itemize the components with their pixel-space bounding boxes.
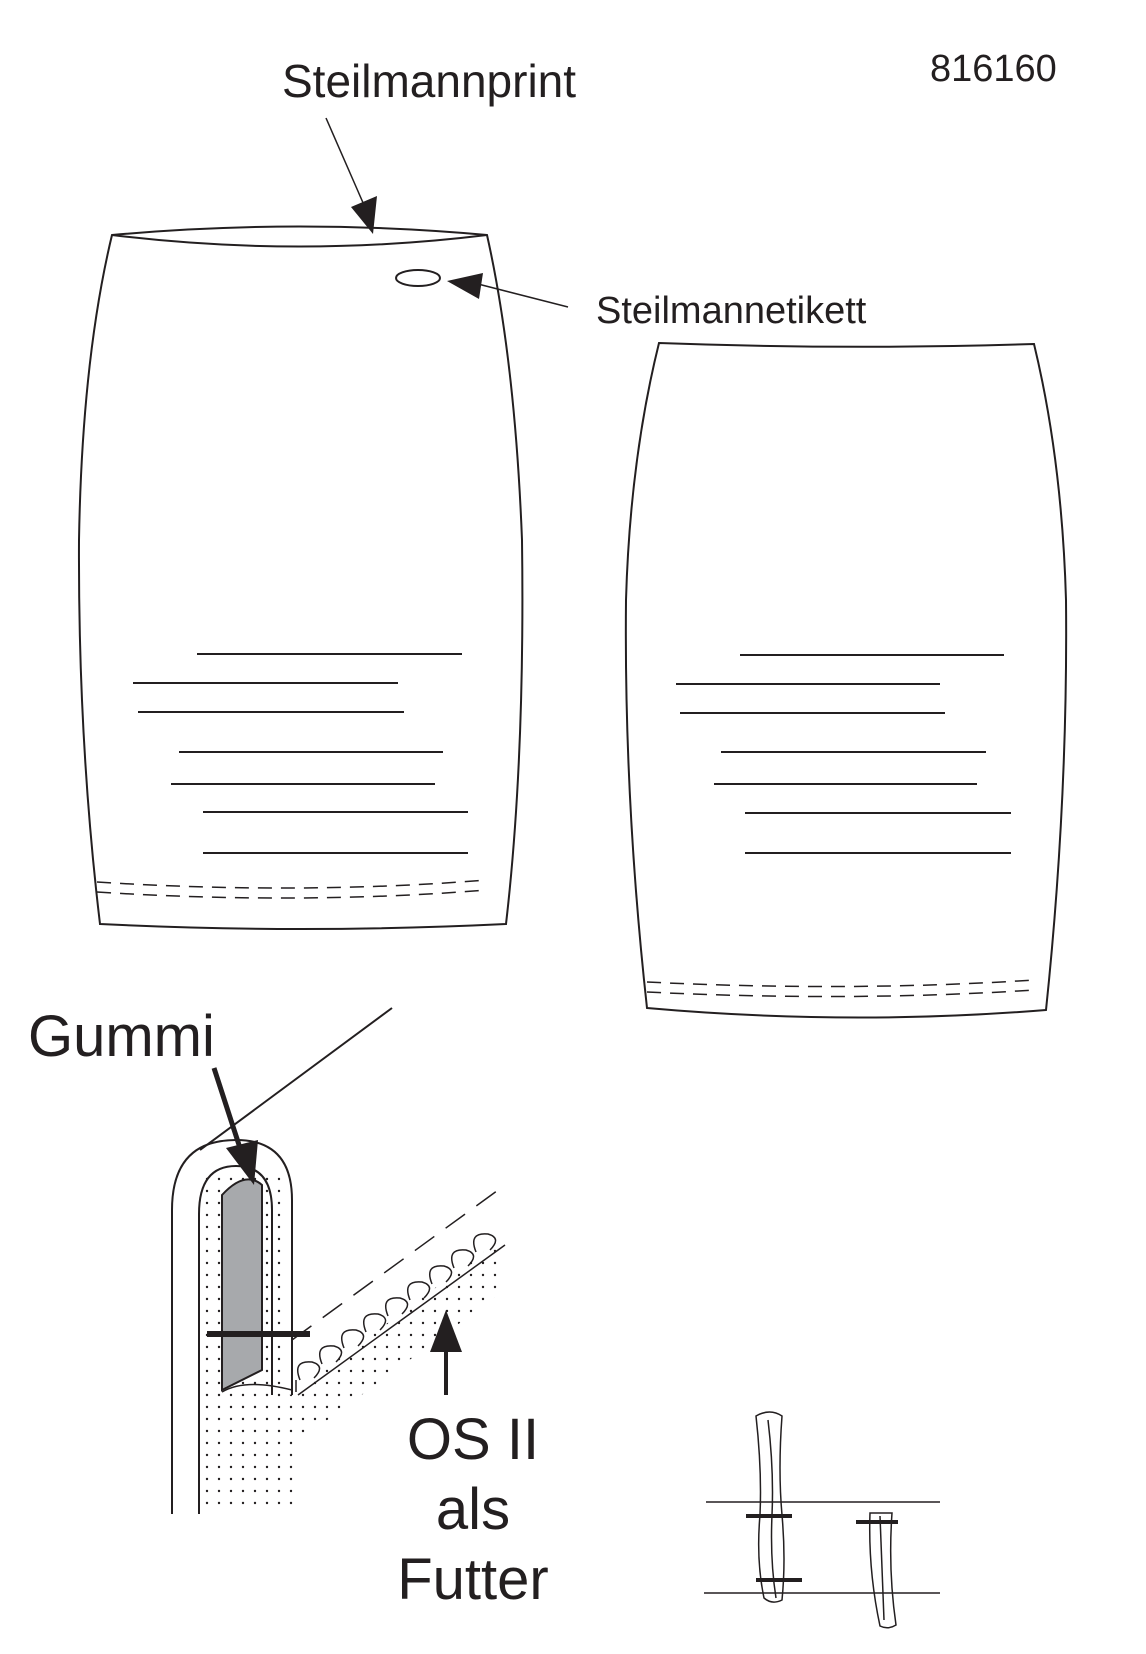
belt-loop-detail xyxy=(704,1411,940,1629)
care-label-marker xyxy=(395,269,441,287)
elastic-band xyxy=(221,1178,263,1392)
skirt-back-outline xyxy=(624,341,1068,1019)
lining-dotted-area xyxy=(200,1170,505,1510)
belt-loop-flat xyxy=(868,1512,897,1629)
lining-label-line: OS II xyxy=(406,1407,540,1472)
skirt-back xyxy=(624,341,1068,1019)
skirt-front-crease-lines xyxy=(133,653,468,854)
skirt-front-waist-seam xyxy=(111,234,488,248)
lining-label: OS II als Futter xyxy=(378,1405,568,1615)
overlock-stitch xyxy=(297,1233,497,1381)
skirt-front-hem-stitching xyxy=(96,879,488,899)
lining-label-line: als xyxy=(435,1477,511,1542)
dashed-seam xyxy=(291,1184,506,1341)
lining-label-line: Futter xyxy=(397,1547,549,1612)
elastic-label: Gummi xyxy=(28,1004,215,1069)
skirt-front-outline xyxy=(77,225,524,930)
print-pointer-arrow xyxy=(325,117,377,234)
care-label-label: Steilmannetikett xyxy=(596,290,867,332)
skirt-back-hem-stitching xyxy=(646,979,1035,998)
label-pointer-arrow xyxy=(447,273,569,308)
waistband-print-label: Steilmannprint xyxy=(282,55,577,107)
inner-fabric-fold xyxy=(198,1164,273,1514)
skirt-front xyxy=(77,225,524,930)
lining-pointer-arrow xyxy=(430,1310,462,1395)
skirt-back-crease-lines xyxy=(676,654,1011,854)
style-number: 816160 xyxy=(930,48,1057,90)
elastic-pointer-arrow xyxy=(211,1067,258,1185)
